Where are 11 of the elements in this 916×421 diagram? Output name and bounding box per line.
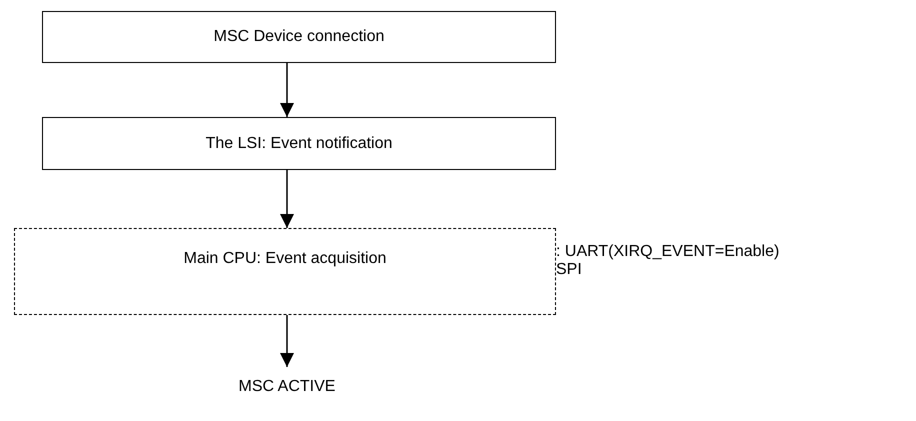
process-box: [42, 117, 556, 170]
interface-note: : UART(XIRQ_EVENT=Enable): [556, 243, 780, 261]
arrow: [280, 170, 294, 228]
interface-note: SPI: [556, 261, 583, 279]
process-box: [42, 11, 556, 63]
node-label: MSC ACTIVE: [238, 377, 336, 397]
node-label: MSC Device connection: [214, 27, 384, 47]
arrow: [280, 315, 294, 367]
arrow: [280, 63, 294, 117]
node-label: Main CPU: Event acquisition: [184, 249, 386, 269]
node-label: The LSI: Event notification: [206, 134, 392, 154]
